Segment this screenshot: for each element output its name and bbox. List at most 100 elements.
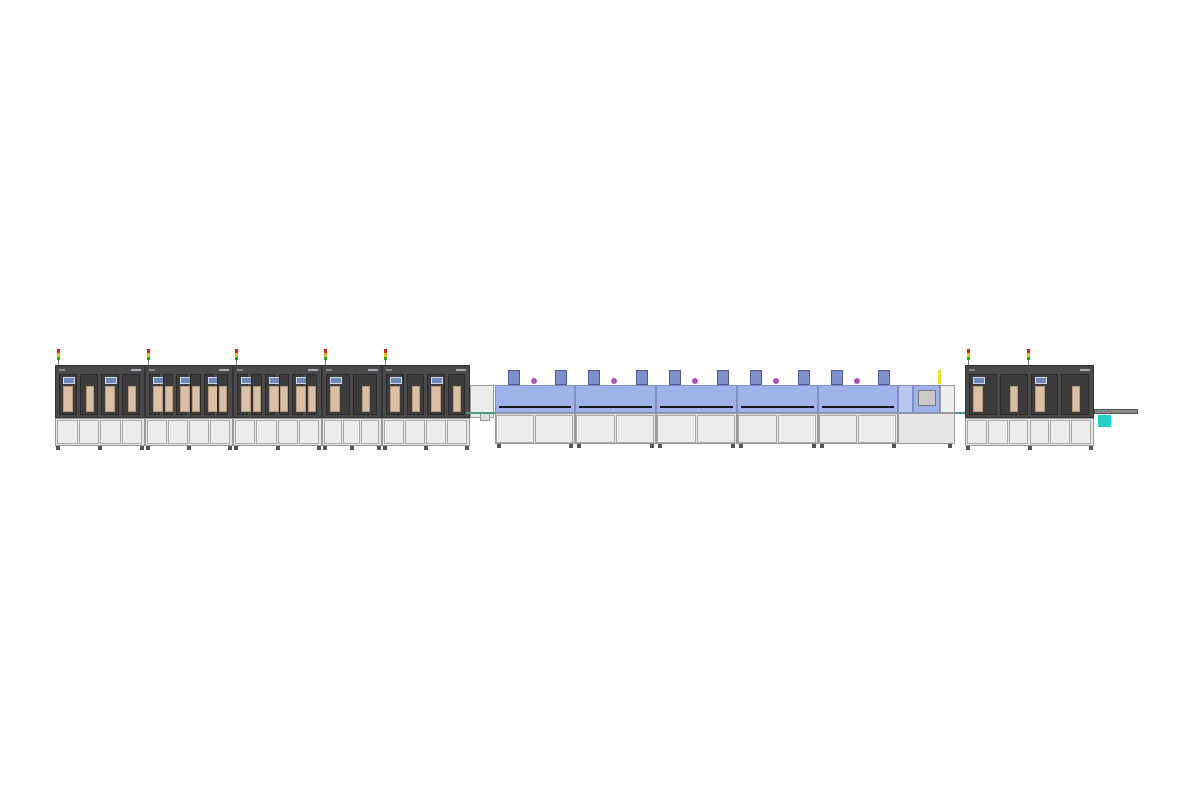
machine-foot <box>275 446 280 450</box>
machine-foot <box>731 444 735 448</box>
signal-tower-icon <box>235 357 238 360</box>
hmi-screen-icon <box>390 377 402 384</box>
cabinet-door <box>1050 420 1071 444</box>
window-view <box>411 386 420 412</box>
cabinet-door <box>78 420 99 444</box>
enclosure-label <box>386 369 392 371</box>
window-view <box>973 386 983 412</box>
nitrogen-valve-icon <box>773 378 779 384</box>
signal-tower-icon <box>1027 349 1030 353</box>
enclosure-logo <box>1080 369 1090 371</box>
oven-zone-hood <box>656 385 737 413</box>
machine-foot <box>234 446 238 450</box>
cabinet-door <box>277 420 298 444</box>
cabinet-door <box>1029 420 1050 444</box>
cabinet-door <box>858 415 896 443</box>
hmi-screen-icon <box>330 377 342 384</box>
machine-foot <box>820 444 824 448</box>
window-view <box>296 386 307 412</box>
cabinet-door <box>615 415 654 443</box>
window-view <box>127 386 136 412</box>
nitrogen-valve-icon <box>854 378 860 384</box>
control-box <box>480 413 490 421</box>
conveyor-rail <box>955 412 967 414</box>
signal-tower-icon <box>147 353 150 357</box>
machine-foot <box>56 446 60 450</box>
window-view <box>252 386 261 412</box>
cabinet-door <box>100 420 121 444</box>
window-view <box>330 386 340 412</box>
cabinet-door <box>738 415 777 443</box>
exhaust-fan-icon <box>555 370 567 385</box>
cabinet-door <box>819 415 857 443</box>
outfeed-box <box>1098 415 1111 427</box>
beacon-light <box>938 370 941 384</box>
window-view <box>63 386 73 412</box>
cabinet-door <box>576 415 615 443</box>
window-view <box>431 386 441 412</box>
exhaust-fan-icon <box>717 370 729 385</box>
window-view <box>105 386 115 412</box>
machine-foot <box>948 444 952 448</box>
zone-indicator-bar <box>499 406 571 408</box>
machine-foot <box>569 444 573 448</box>
exhaust-fan-icon <box>588 370 600 385</box>
cooling-unit <box>918 390 936 406</box>
exhaust-fan-icon <box>831 370 843 385</box>
oven-zone-hood <box>818 385 898 413</box>
window-view <box>452 386 461 412</box>
oven-cabinet <box>898 413 955 444</box>
enclosure-logo <box>219 369 229 371</box>
signal-tower-icon <box>324 349 327 353</box>
signal-tower-pole <box>325 360 326 365</box>
cabinet-door <box>405 420 425 444</box>
cabinet-door <box>777 415 816 443</box>
machine-foot <box>323 446 327 450</box>
signal-tower-pole <box>236 360 237 365</box>
window-view <box>207 386 218 412</box>
window-view <box>1034 386 1045 412</box>
window-view <box>280 386 289 412</box>
zone-indicator-bar <box>579 406 652 408</box>
window-view <box>153 386 163 412</box>
cabinet-door <box>967 420 987 444</box>
window-view <box>361 386 370 412</box>
cabinet-door <box>57 420 78 444</box>
signal-tower-icon <box>967 357 970 360</box>
signal-tower-pole <box>385 360 386 365</box>
nitrogen-valve-icon <box>611 378 617 384</box>
hmi-screen-icon <box>105 377 117 384</box>
signal-tower-icon <box>235 349 238 353</box>
cabinet-door <box>361 420 379 444</box>
cabinet-door <box>447 420 467 444</box>
signal-tower-icon <box>57 349 60 353</box>
window-view <box>1010 386 1019 412</box>
machine-foot <box>650 444 654 448</box>
enclosure-label <box>59 369 65 371</box>
exhaust-fan-icon <box>508 370 520 385</box>
oven-zone-hood <box>737 385 818 413</box>
machine-foot <box>465 446 469 450</box>
window-view <box>219 386 228 412</box>
signal-tower-icon <box>967 353 970 357</box>
cabinet-door <box>657 415 696 443</box>
cabinet-door <box>121 420 142 444</box>
cabinet-door <box>210 420 230 444</box>
zone-indicator-bar <box>660 406 733 408</box>
signal-tower-icon <box>1027 357 1030 360</box>
enclosure-logo <box>456 369 466 371</box>
hmi-screen-icon <box>63 377 75 384</box>
machine-foot <box>892 444 896 448</box>
nitrogen-valve-icon <box>531 378 537 384</box>
cabinet-door <box>324 420 342 444</box>
machine-foot <box>1089 446 1093 450</box>
window-view <box>308 386 317 412</box>
window-view <box>268 386 279 412</box>
cabinet-door <box>342 420 361 444</box>
oven-control-panel <box>898 385 913 413</box>
hmi-screen-icon <box>1034 377 1047 384</box>
signal-tower-icon <box>324 353 327 357</box>
enclosure-label <box>149 369 155 371</box>
signal-tower-pole <box>58 360 59 365</box>
cabinet-door <box>384 420 404 444</box>
